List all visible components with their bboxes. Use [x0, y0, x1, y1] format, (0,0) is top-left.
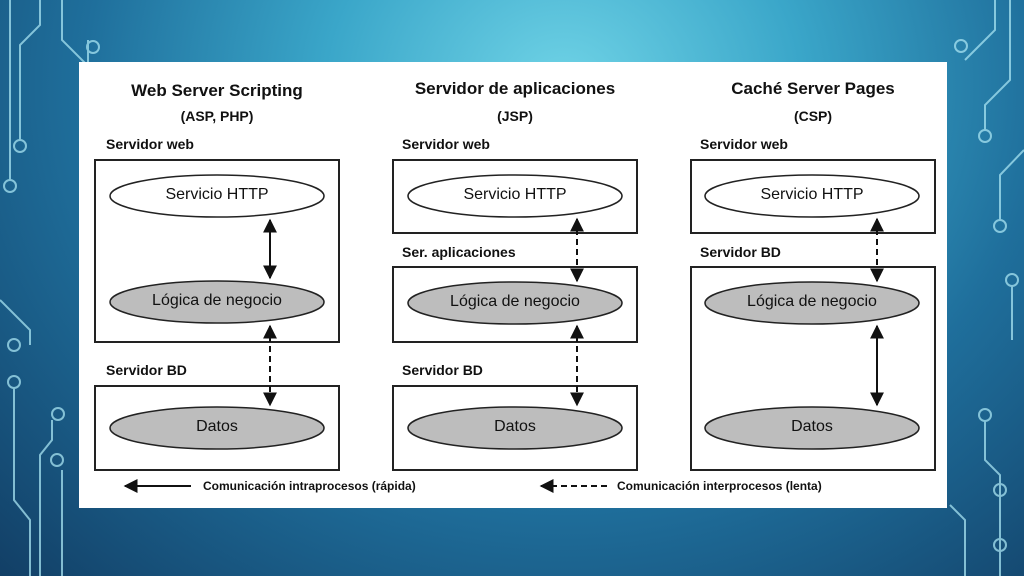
legend-intra-label: Comunicación intraprocesos (rápida)	[203, 479, 416, 493]
app-server-box	[392, 266, 638, 343]
ellipse-label: Datos	[196, 418, 238, 435]
box-label: Servidor BD	[106, 362, 187, 378]
box-label: Servidor BD	[402, 362, 483, 378]
box-label: Ser. aplicaciones	[402, 244, 516, 260]
data-ellipse	[109, 406, 325, 450]
column-title: Servidor de aplicaciones	[414, 79, 616, 98]
box-label: Servidor web	[402, 136, 490, 152]
architecture-diagram	[94, 159, 936, 493]
db-server-box	[392, 385, 638, 471]
ellipse-label: Lógica de negocio	[747, 293, 877, 310]
web-server-box	[690, 159, 936, 234]
ellipse-label: Datos	[494, 418, 536, 435]
ellipse-label: Servicio HTTP	[463, 186, 567, 203]
business-logic-ellipse	[704, 281, 920, 325]
data-ellipse	[704, 406, 920, 450]
business-logic-ellipse	[109, 280, 325, 324]
ellipse-label: Lógica de negocio	[450, 293, 580, 310]
business-logic-ellipse	[407, 281, 623, 325]
web-server-box	[392, 159, 638, 234]
column-title: Caché Server Pages	[731, 79, 895, 98]
box-label: Servidor web	[700, 136, 788, 152]
column-subtitle: (CSP)	[793, 108, 833, 124]
column-subtitle: (JSP)	[497, 108, 533, 124]
http-service-ellipse	[407, 174, 623, 218]
diagram-slide: Web Server Scripting (ASP, PHP) Servidor…	[79, 62, 947, 508]
legend-inter-label: Comunicación interprocesos (lenta)	[617, 479, 822, 493]
web-server-box	[94, 159, 340, 343]
http-service-ellipse	[704, 174, 920, 218]
db-server-box	[94, 385, 340, 471]
ellipse-label: Lógica de negocio	[152, 292, 282, 309]
box-label: Servidor BD	[700, 244, 781, 260]
db-server-box	[690, 266, 936, 471]
http-service-ellipse	[109, 174, 325, 218]
ellipse-label: Servicio HTTP	[165, 186, 269, 203]
data-ellipse	[407, 406, 623, 450]
box-label: Servidor web	[106, 136, 194, 152]
ellipse-label: Servicio HTTP	[760, 186, 864, 203]
column-title: Web Server Scripting	[131, 81, 303, 100]
column-subtitle: (ASP, PHP)	[180, 108, 254, 124]
ellipse-label: Datos	[791, 418, 833, 435]
